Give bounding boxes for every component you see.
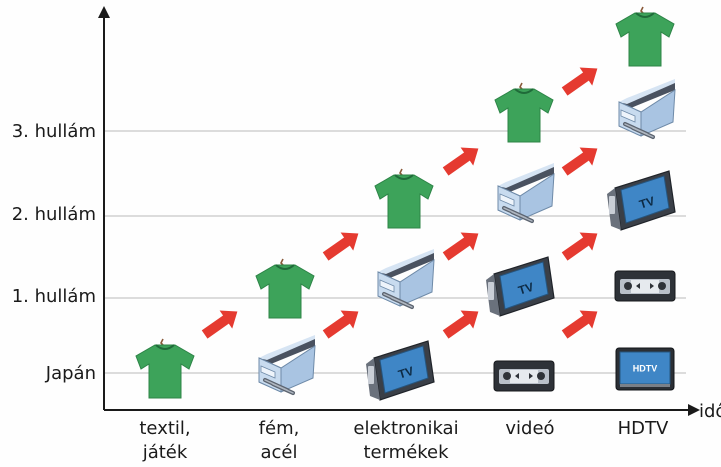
icon-layer: TV TV HDTV TV xyxy=(135,6,676,401)
video-cassette-icon xyxy=(614,270,676,302)
svg-text:HDTV: HDTV xyxy=(633,363,658,373)
red-arrow-icon xyxy=(561,310,598,339)
crt-tv-icon: TV xyxy=(486,256,555,317)
y-label-wave-2: 2. hullám xyxy=(12,204,96,225)
red-arrow-icon xyxy=(561,67,598,96)
tshirt-icon xyxy=(255,258,315,319)
column-label-hdtv: HDTV xyxy=(618,418,669,439)
column-label-video: videó xyxy=(505,418,554,439)
tshirt-icon xyxy=(494,82,554,143)
column-label-metal: fém, xyxy=(259,418,300,439)
red-arrow-icon xyxy=(442,147,479,176)
column-label-electronics: elektronikai xyxy=(353,418,458,439)
tshirt-icon xyxy=(615,6,675,67)
flat-hdtv-icon: HDTV xyxy=(615,347,675,391)
svg-text:TV: TV xyxy=(397,364,416,382)
tshirt-icon xyxy=(374,168,434,229)
red-arrow-icon xyxy=(322,310,359,339)
gridlines xyxy=(104,130,686,374)
svg-text:TV: TV xyxy=(638,194,657,212)
red-arrow-icon xyxy=(561,232,598,261)
column-label-electronics-2: termékek xyxy=(363,442,449,463)
steel-beam-icon xyxy=(497,163,555,223)
y-label-wave-1: 1. hullám xyxy=(12,286,96,307)
red-arrow-icon xyxy=(561,147,598,176)
column-labels: textil, játék fém, acél elektronikai ter… xyxy=(139,418,669,463)
svg-text:TV: TV xyxy=(517,280,536,298)
y-label-japan: Japán xyxy=(45,363,96,384)
red-arrow-icon xyxy=(322,232,359,261)
steel-beam-icon xyxy=(377,249,435,309)
column-label-metal-2: acél xyxy=(260,442,297,463)
steel-beam-icon xyxy=(618,79,676,139)
red-arrow-icon xyxy=(201,310,238,339)
video-cassette-icon xyxy=(493,360,555,392)
x-axis-label: idő xyxy=(699,401,721,422)
column-label-textile: textil, xyxy=(139,418,190,439)
crt-tv-icon: TV xyxy=(366,340,435,401)
y-label-wave-3: 3. hullám xyxy=(12,121,96,142)
tshirt-icon xyxy=(135,338,195,399)
column-label-textile-2: játék xyxy=(142,442,188,463)
crt-tv-icon: TV xyxy=(607,170,676,231)
red-arrow-icon xyxy=(442,232,479,261)
steel-beam-icon xyxy=(258,335,316,395)
red-arrow-icon xyxy=(442,310,479,339)
